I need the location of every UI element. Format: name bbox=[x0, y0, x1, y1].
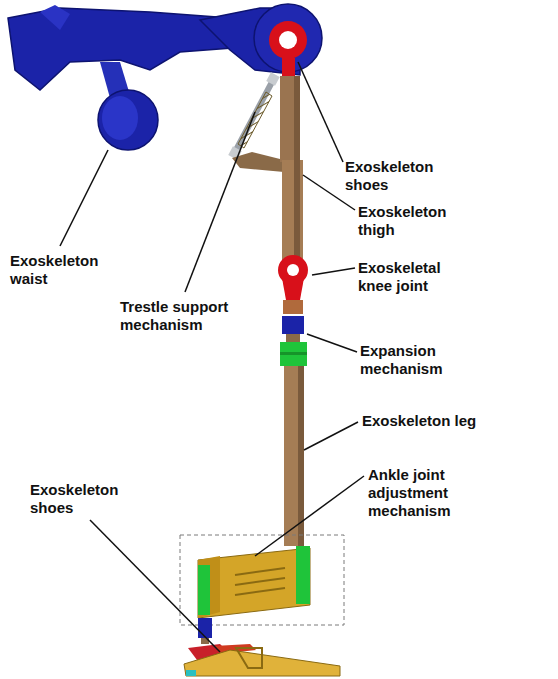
part-label: Exoskeleton thigh bbox=[358, 203, 473, 239]
part-label: Exoskeleton shoes bbox=[345, 158, 460, 194]
expansion-mechanism bbox=[280, 316, 307, 366]
part-label: Expansion mechanism bbox=[360, 342, 475, 378]
part-label: Exoskeleton leg bbox=[362, 412, 477, 430]
part-label: Exoskeletal knee joint bbox=[358, 259, 473, 295]
exoskeleton-shoe bbox=[184, 618, 340, 676]
exoskeleton-waist bbox=[8, 4, 322, 150]
exoskeleton-leg bbox=[284, 366, 304, 546]
trestle-support-spring bbox=[228, 72, 284, 172]
knee-joint bbox=[278, 255, 308, 314]
part-label: Exoskeleton shoes bbox=[30, 481, 145, 517]
part-label: Exoskeleton waist bbox=[10, 252, 125, 288]
ankle-joint-adjustment bbox=[180, 535, 344, 625]
part-label: Ankle joint adjustment mechanism bbox=[368, 466, 483, 520]
leader-lines bbox=[60, 62, 364, 652]
part-label: Trestle support mechanism bbox=[120, 298, 250, 334]
exoskeleton-thigh bbox=[280, 76, 303, 260]
